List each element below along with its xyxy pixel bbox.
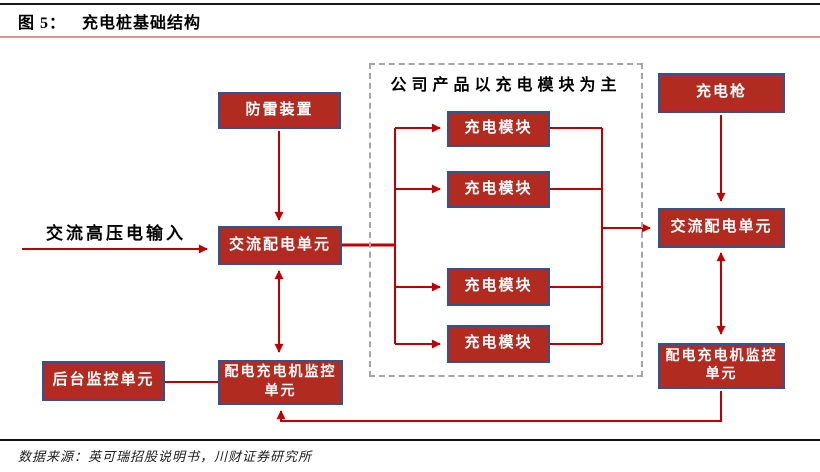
top-rule [0, 3, 820, 5]
node-monitor-right: 配电充电机监控单元 [658, 343, 785, 389]
node-ac-distribution-right: 交流配电单元 [658, 208, 785, 248]
node-charging-gun: 充电枪 [658, 73, 785, 113]
node-charging-module-1: 充电模块 [447, 111, 550, 147]
node-backend-monitor: 后台监控单元 [42, 361, 165, 401]
node-charging-module-4: 充电模块 [447, 325, 550, 363]
node-lightning-protection: 防雷装置 [218, 92, 341, 129]
node-ac-distribution-left: 交流配电单元 [218, 226, 342, 265]
figure-number-label: 图 5： [18, 15, 67, 32]
node-charging-module-3: 充电模块 [447, 268, 550, 306]
charging-module-group-title: 公司产品以充电模块为主 [390, 77, 622, 94]
figure-title-text: 充电桩基础结构 [82, 15, 202, 32]
connector-monitor-right-to-monitor-center [276, 391, 722, 422]
charging-module-group-frame [369, 63, 643, 377]
figure-title: 图 5： 充电桩基础结构 [18, 9, 201, 33]
node-charging-module-2: 充电模块 [447, 171, 550, 208]
ac-high-voltage-input-label: 交流高压电输入 [46, 224, 186, 243]
node-monitor-center: 配电充电机监控单元 [218, 360, 343, 405]
footer-rule [0, 439, 820, 441]
data-source: 数据来源：英可瑞招股说明书，川财证券研究所 [18, 449, 313, 464]
title-underline [0, 36, 820, 38]
